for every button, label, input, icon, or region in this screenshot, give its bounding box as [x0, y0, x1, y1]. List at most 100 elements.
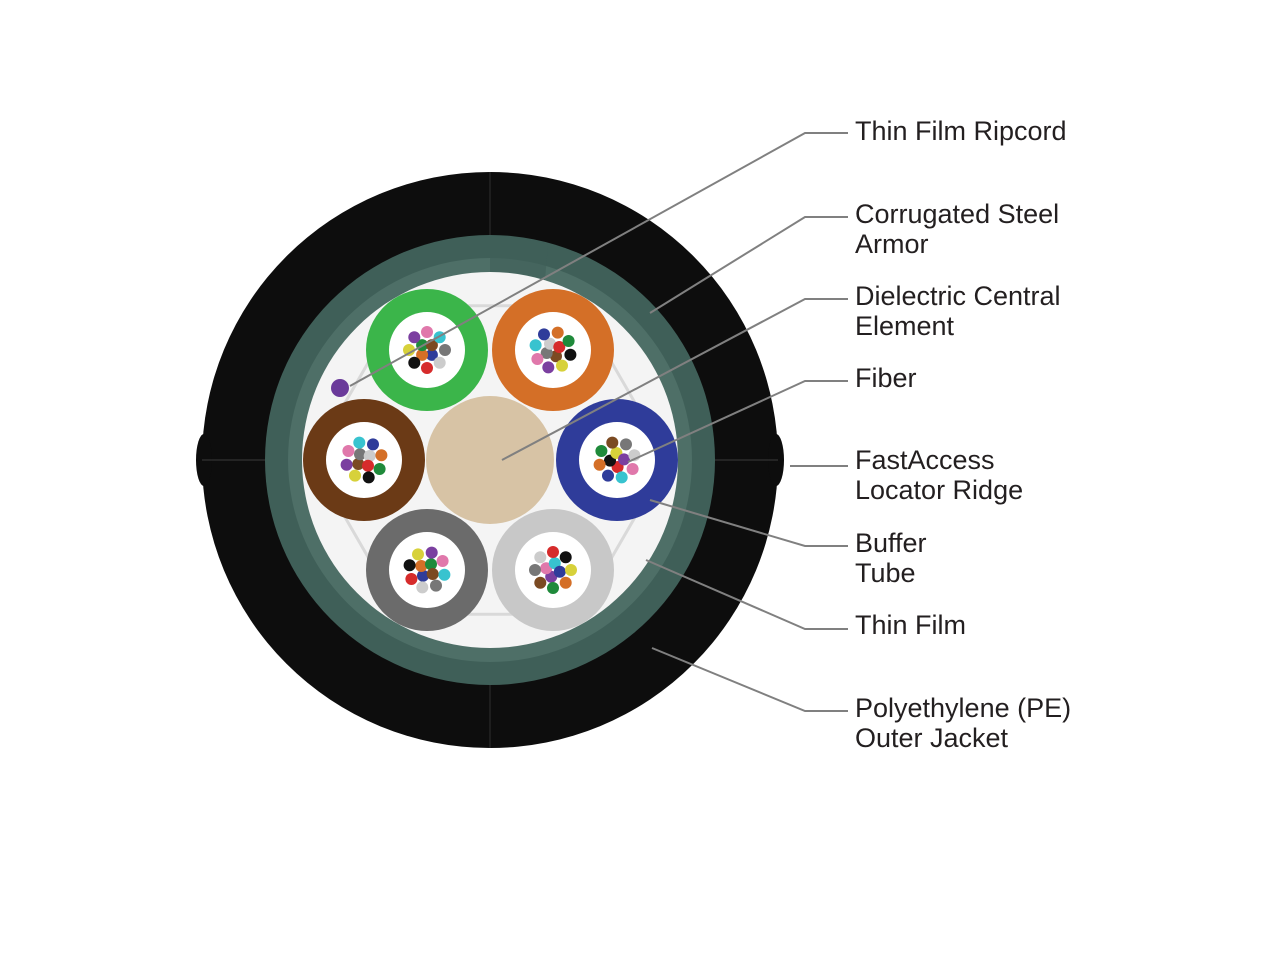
labels: Thin Film Ripcord Corrugated Steel Armor…	[855, 116, 1079, 753]
fiber	[417, 569, 429, 582]
fiber	[375, 449, 388, 462]
fiber	[626, 463, 639, 475]
fiber	[408, 331, 421, 344]
buffer-tube-dark-gray-tube	[366, 509, 488, 631]
leader-fiber	[627, 380, 848, 463]
fiber	[354, 448, 366, 461]
buffer-tube-gel	[579, 422, 655, 498]
fiber	[547, 546, 559, 558]
label-line: Outer Jacket	[855, 723, 1009, 753]
fiber	[405, 573, 418, 585]
fiber	[362, 459, 374, 472]
fiber	[550, 350, 562, 363]
leader-central	[501, 298, 848, 461]
fiber	[425, 546, 438, 559]
leader-jacket	[651, 647, 848, 712]
leader-film	[645, 559, 848, 630]
fiber	[551, 326, 564, 339]
fiber	[602, 469, 614, 482]
fiber	[349, 469, 361, 482]
label-fiber: Fiber	[855, 363, 917, 393]
buffer-tube-blue-tube	[556, 399, 678, 521]
fiber	[433, 356, 446, 369]
fiber	[565, 564, 577, 576]
fiber	[534, 551, 547, 564]
fiber	[403, 344, 415, 356]
fiber	[529, 564, 541, 576]
buffer-tube-orange-tube	[492, 289, 614, 411]
dielectric-central-element	[426, 396, 554, 524]
fiber	[426, 568, 439, 580]
fiber	[412, 548, 424, 561]
fiber	[615, 471, 628, 484]
thin-film-ripcord	[331, 379, 349, 397]
fiber	[531, 353, 544, 365]
buffer-tube-gel	[326, 422, 402, 498]
label-buffer-tube: Buffer Tube	[855, 528, 934, 588]
label-fastaccess-locator-ridge: FastAccess Locator Ridge	[855, 445, 1023, 505]
label-corrugated-steel-armor: Corrugated Steel Armor	[855, 199, 1067, 259]
fiber	[556, 359, 568, 372]
fiber	[564, 348, 577, 361]
fiber	[353, 436, 366, 449]
label-line: Thin Film	[855, 610, 966, 640]
leader-armor	[649, 216, 848, 314]
fiber	[559, 551, 572, 564]
fiber	[544, 337, 556, 350]
fiber	[425, 558, 437, 571]
fiber	[529, 339, 542, 352]
fiber	[540, 347, 553, 359]
fiber	[542, 361, 555, 374]
label-thin-film: Thin Film	[855, 610, 966, 640]
buffer-tubes	[303, 289, 678, 631]
fiber	[425, 348, 438, 361]
fiber	[415, 560, 428, 572]
fiber	[620, 438, 632, 451]
label-line: FastAccess	[855, 445, 995, 475]
fiber	[362, 471, 375, 484]
buffer-tube-light-gray-tube	[492, 509, 614, 631]
fiber	[408, 356, 421, 369]
fiber	[595, 445, 608, 457]
fiber	[367, 438, 379, 451]
label-line: Element	[855, 311, 955, 341]
label-dielectric-central-element: Dielectric Central Element	[855, 281, 1068, 341]
fiber	[342, 445, 355, 457]
label-thin-film-ripcord: Thin Film Ripcord	[855, 116, 1067, 146]
fiber	[421, 362, 433, 374]
leader-lines	[349, 132, 848, 712]
buffer-tube-green-tube	[366, 289, 488, 411]
buffer-tube-gel	[515, 312, 591, 388]
fiber	[538, 328, 550, 341]
label-polyethylene-outer-jacket: Polyethylene (PE) Outer Jacket	[855, 693, 1079, 753]
armor-overlap	[490, 236, 548, 280]
fiber	[430, 579, 442, 592]
fiber	[352, 458, 365, 470]
buffer-tube-gel	[389, 312, 465, 388]
buffer-tube-gel	[389, 532, 465, 608]
fiber	[547, 582, 559, 594]
label-line: Dielectric Central	[855, 281, 1061, 311]
fiber	[340, 458, 353, 471]
label-line: Locator Ridge	[855, 475, 1023, 505]
leader-buffer	[649, 499, 848, 547]
buffer-tube-gel	[515, 532, 591, 608]
fiber	[618, 453, 630, 466]
fiber	[436, 555, 449, 567]
fiber	[553, 565, 566, 578]
fiber	[438, 568, 451, 581]
label-line: Corrugated Steel	[855, 199, 1059, 229]
fiber	[606, 436, 619, 449]
label-line: Buffer	[855, 528, 927, 558]
label-line: Polyethylene (PE)	[855, 693, 1071, 723]
fiber	[553, 341, 566, 353]
label-line: Fiber	[855, 363, 917, 393]
fiber	[416, 348, 429, 361]
fiber	[562, 335, 575, 347]
fiber	[439, 344, 451, 356]
leader-ripcord	[349, 132, 848, 387]
fiber	[593, 458, 606, 471]
fiber	[534, 576, 547, 589]
label-line: Armor	[855, 229, 929, 259]
